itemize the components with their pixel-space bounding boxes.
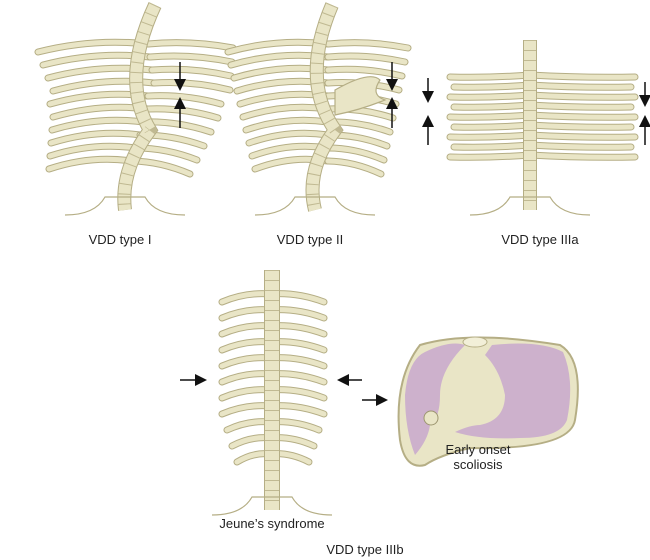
rib-fill	[47, 143, 139, 159]
rib-fill	[48, 130, 143, 146]
pelvis-outline	[211, 496, 333, 516]
vdd-type-3a-illustration	[422, 40, 650, 216]
rib-fill	[451, 122, 533, 130]
label-early-onset-scoliosis: Early onset scoliosis	[445, 442, 510, 472]
rib-fill	[325, 106, 396, 121]
rib-fill	[527, 82, 634, 90]
sternum	[462, 336, 488, 348]
label-vdd-type-3a: VDD type IIIa	[501, 232, 579, 247]
vertebra-segments	[306, 2, 343, 212]
rib-fill	[49, 117, 147, 133]
rib-fill	[149, 66, 234, 79]
rib-fill	[527, 132, 638, 140]
label-jeune-syndrome: Jeune’s syndrome	[219, 516, 325, 531]
rib-fill	[447, 112, 533, 120]
fused-ribs	[334, 76, 387, 116]
label-vdd-type-3b: VDD type IIIb	[326, 542, 404, 557]
vertebra	[423, 410, 439, 426]
pelvis-outline	[64, 196, 186, 216]
lung-left	[405, 343, 465, 455]
rib-fill	[325, 53, 408, 65]
rib-fill	[35, 39, 151, 55]
rib-fill	[147, 53, 235, 65]
rib-fill	[527, 142, 634, 150]
rib-fill	[145, 106, 221, 121]
rib-fill	[243, 117, 331, 133]
rib-fill	[325, 158, 384, 177]
rib-fill	[451, 142, 533, 150]
label-line-2: scoliosis	[453, 457, 503, 472]
rib-fill	[527, 112, 638, 120]
rib-fill	[50, 78, 157, 94]
rib-fill	[325, 66, 405, 79]
pelvis-outline	[254, 196, 376, 216]
rib-fill	[145, 40, 236, 51]
rib-fill	[527, 72, 638, 80]
rib-fill	[447, 132, 533, 140]
label-vdd-type-1: VDD type I	[88, 232, 152, 247]
rib-fill	[451, 102, 533, 110]
label-line-1: Early onset	[445, 442, 511, 457]
label-vdd-type-2: VDD type II	[276, 232, 344, 247]
rib-fill	[325, 40, 411, 51]
rib-fill	[325, 145, 387, 163]
rib-fill	[527, 102, 634, 110]
jeune-syndrome-illustration	[180, 270, 362, 516]
rib-fill	[240, 104, 331, 120]
rib-fill	[246, 130, 331, 146]
vdd-type-2-illustration	[224, 2, 412, 216]
pelvis-outline	[469, 196, 591, 216]
vdd-type-1-illustration	[34, 2, 237, 216]
rib-fill	[447, 92, 533, 100]
rib-fill	[447, 152, 533, 160]
lung-right	[455, 343, 571, 439]
rib-fill	[447, 72, 533, 80]
rib-fill	[46, 156, 135, 172]
rib-fill	[527, 122, 634, 130]
rib-fill	[527, 92, 638, 100]
rib-fill	[527, 152, 638, 160]
rib-fill	[151, 79, 233, 93]
vertebra-segments	[118, 2, 161, 211]
rib-fill	[451, 82, 533, 90]
early-onset-scoliosis-cross-section	[362, 336, 579, 467]
